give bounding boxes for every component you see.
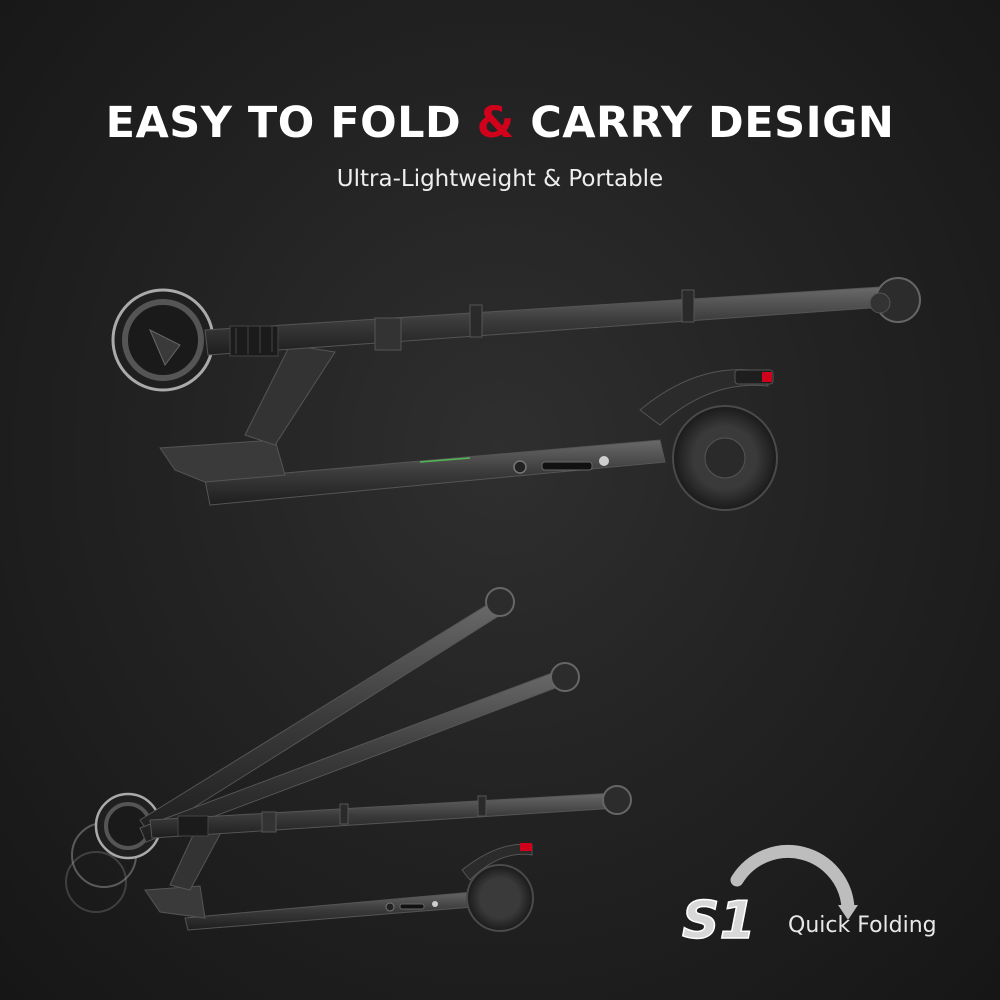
headline: EASY TO FOLD & CARRY DESIGN [0, 98, 1000, 148]
folded-scooter [111, 277, 921, 511]
headline-part2: CARRY DESIGN [530, 98, 895, 148]
subheadline: Ultra-Lightweight & Portable [336, 166, 664, 192]
folding-hinge [159, 439, 286, 483]
folding-arc-icon [730, 844, 855, 915]
folding-sequence [65, 587, 632, 932]
s1-logo: S1 [681, 844, 858, 952]
s1-model-text: S1 [682, 891, 756, 951]
scooter-stem [244, 344, 336, 446]
headline-ampersand: & [476, 98, 515, 148]
handlebar-tube [204, 286, 885, 356]
scooter-deck [204, 439, 666, 506]
quick-folding-label: Quick Folding [788, 913, 937, 938]
headline-part1: EASY TO FOLD [105, 98, 462, 148]
